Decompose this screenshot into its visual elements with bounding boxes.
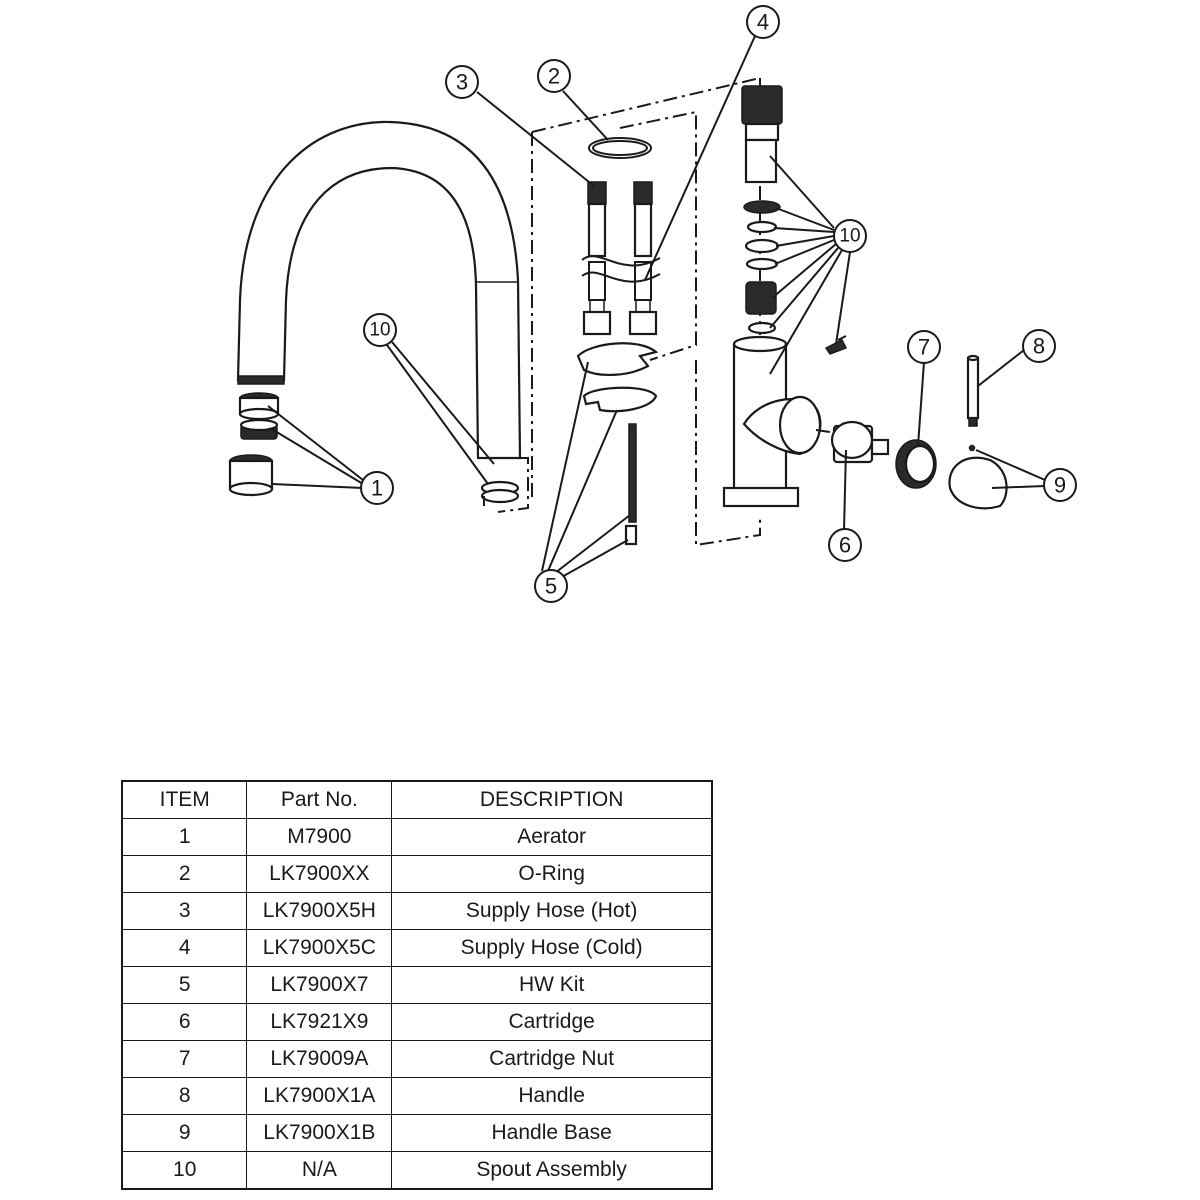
- svg-text:1: 1: [371, 476, 383, 501]
- svg-text:9: 9: [1054, 473, 1066, 498]
- assembly-line-hoses: [531, 77, 761, 500]
- cell-part-no: LK7921X9: [246, 1003, 393, 1041]
- callout-6: 6: [828, 528, 862, 562]
- cell-item: 1: [121, 818, 248, 856]
- cell-description: Supply Hose (Hot): [391, 892, 713, 930]
- cell-item: 2: [121, 855, 248, 893]
- callout-10-spout: 10: [363, 313, 397, 347]
- o-ring: [588, 137, 652, 159]
- cartridge-stack: [741, 85, 783, 335]
- cell-description: Aerator: [391, 818, 713, 856]
- svg-text:4: 4: [757, 10, 769, 35]
- cell-part-no: LK7900XX: [246, 855, 393, 893]
- cell-item: 10: [121, 1151, 248, 1190]
- cell-description: Handle: [391, 1077, 713, 1115]
- cell-part-no: LK7900X5H: [246, 892, 393, 930]
- header-part-no: Part No.: [246, 780, 393, 819]
- cell-description: Cartridge: [391, 1003, 713, 1041]
- callout-3: 3: [445, 65, 479, 99]
- svg-text:3: 3: [456, 70, 468, 95]
- cell-part-no: LK79009A: [246, 1040, 393, 1078]
- cell-item: 9: [121, 1114, 248, 1152]
- cell-part-no: LK7900X7: [246, 966, 393, 1004]
- cell-description: Spout Assembly: [391, 1151, 713, 1190]
- faucet-body: [722, 335, 822, 508]
- handle: [966, 354, 980, 427]
- svg-text:2: 2: [548, 64, 560, 89]
- cell-description: HW Kit: [391, 966, 713, 1004]
- callout-7: 7: [907, 330, 941, 364]
- svg-text:5: 5: [545, 574, 557, 599]
- cell-description: O-Ring: [391, 855, 713, 893]
- header-item: ITEM: [121, 780, 248, 819]
- cell-item: 4: [121, 929, 248, 967]
- exploded-parts-diagram: 1 2 3 4 5 6 7 8 9 10 10: [228, 5, 1077, 603]
- spout: [236, 120, 522, 460]
- cell-part-no: LK7900X1B: [246, 1114, 393, 1152]
- cell-description: Supply Hose (Cold): [391, 929, 713, 967]
- callout-4: 4: [746, 5, 780, 39]
- spout-clip: [480, 480, 520, 506]
- svg-text:10: 10: [839, 226, 860, 247]
- callout-5: 5: [534, 569, 568, 603]
- cell-part-no: M7900: [246, 818, 393, 856]
- cell-item: 7: [121, 1040, 248, 1078]
- svg-text:7: 7: [918, 335, 930, 360]
- handle-base: [948, 444, 1008, 510]
- hw-kit: [576, 342, 659, 546]
- cell-item: 8: [121, 1077, 248, 1115]
- cartridge: [815, 420, 890, 464]
- cell-item: 6: [121, 1003, 248, 1041]
- svg-text:10: 10: [369, 320, 390, 341]
- cell-description: Handle Base: [391, 1114, 713, 1152]
- callout-8: 8: [1022, 329, 1056, 363]
- supply-hoses: [581, 181, 661, 336]
- cell-description: Cartridge Nut: [391, 1040, 713, 1078]
- header-description: DESCRIPTION: [391, 780, 713, 819]
- callout-10-cartridge: 10: [833, 219, 867, 253]
- aerator-parts: [228, 392, 280, 497]
- leader-lines: [267, 35, 1046, 579]
- cartridge-nut: [895, 439, 937, 489]
- table-header-row: ITEM Part No. DESCRIPTION: [121, 780, 713, 819]
- svg-text:6: 6: [839, 533, 851, 558]
- svg-text:8: 8: [1033, 334, 1045, 359]
- cell-item: 3: [121, 892, 248, 930]
- cell-part-no: LK7900X5C: [246, 929, 393, 967]
- callout-9: 9: [1043, 468, 1077, 502]
- callout-2: 2: [537, 59, 571, 93]
- callout-1: 1: [360, 471, 394, 505]
- cell-item: 5: [121, 966, 248, 1004]
- cell-part-no: LK7900X1A: [246, 1077, 393, 1115]
- assembly-line-spout: [497, 457, 529, 513]
- cell-part-no: N/A: [246, 1151, 393, 1190]
